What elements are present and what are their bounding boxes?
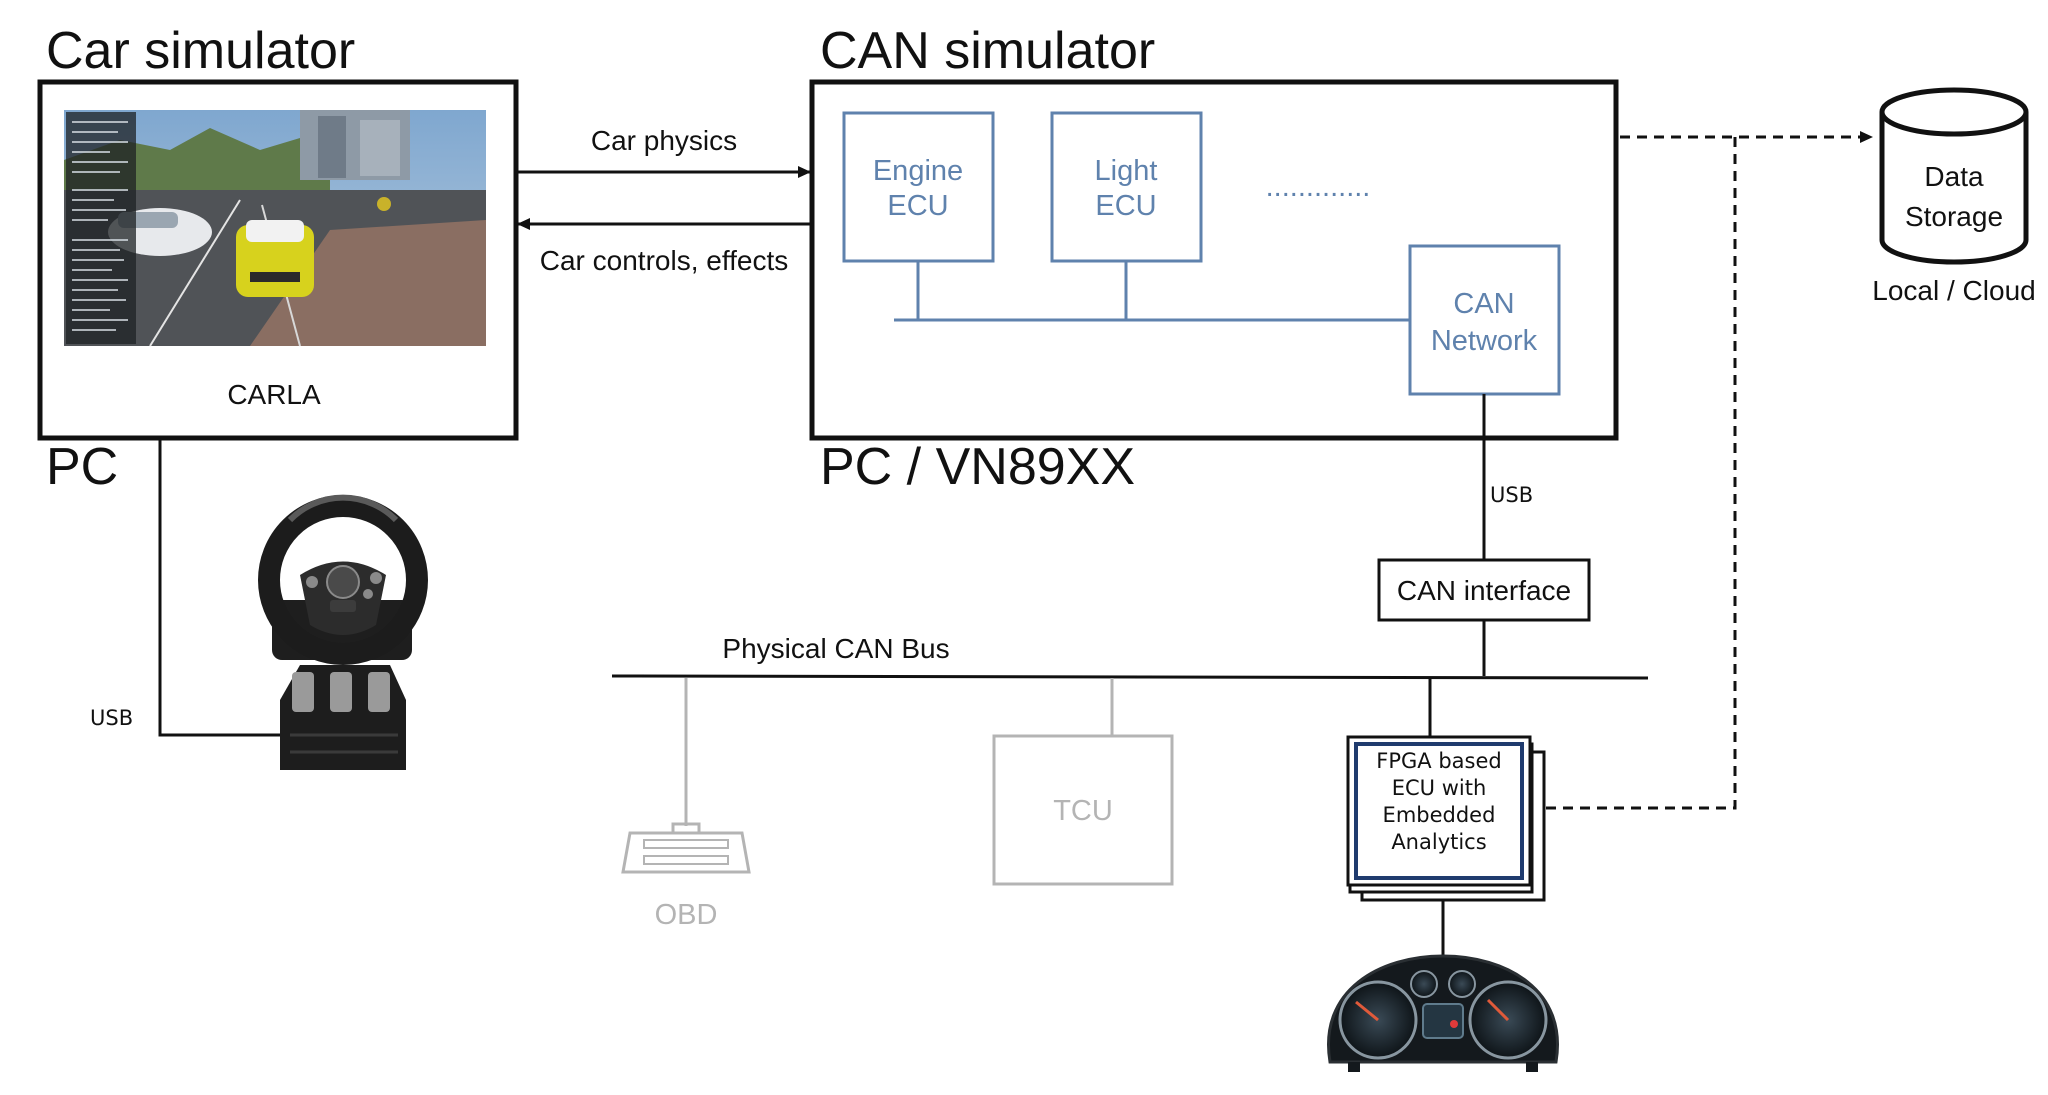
can-interface-label: CAN interface xyxy=(1397,575,1571,606)
instrument-cluster-icon xyxy=(1327,954,1559,1072)
pedals-icon xyxy=(280,665,406,770)
fpga-ecu-stack xyxy=(1346,735,1546,902)
tcu-box xyxy=(992,734,1174,886)
carla-label: CARLA xyxy=(227,379,321,410)
data-storage-cylinder xyxy=(1879,87,2029,265)
can-network-line2: Network xyxy=(1431,325,1538,357)
car-physics-label: Car physics xyxy=(591,125,737,156)
light-ecu-box xyxy=(1050,111,1203,263)
physical-can-bus-label: Physical CAN Bus xyxy=(722,633,949,664)
car-simulator-box xyxy=(37,79,519,441)
physical-can-bus-line xyxy=(611,674,1649,680)
storage-location-label: Local / Cloud xyxy=(1872,275,2035,306)
can-network-line1: CAN xyxy=(1453,288,1514,320)
fpga-ecu-line4: Analytics xyxy=(1391,830,1486,854)
carla-screenshot xyxy=(64,110,486,347)
fpga-to-storage-dashed-line xyxy=(1542,137,1737,810)
internal-can-bus xyxy=(894,261,1410,322)
data-storage-line1: Data xyxy=(1924,161,1984,192)
engine-ecu-line1: Engine xyxy=(873,155,963,187)
obd-connector-icon xyxy=(621,822,751,874)
light-ecu-line2: ECU xyxy=(1095,190,1156,222)
light-ecu-line1: Light xyxy=(1095,155,1158,187)
steering-wheel-icon xyxy=(258,494,428,665)
car-simulator-title: Car simulator xyxy=(46,22,355,80)
fpga-ecu-line1: FPGA based xyxy=(1376,749,1501,773)
can-network-box xyxy=(1408,244,1561,396)
obd-label: OBD xyxy=(655,899,718,931)
pc-vn89xx-label: PC / VN89XX xyxy=(820,438,1135,496)
car-controls-label: Car controls, effects xyxy=(540,245,788,276)
pc-label: PC xyxy=(46,438,118,496)
can-simulator-box xyxy=(809,79,1619,441)
usb-can-label: USB xyxy=(1490,483,1533,507)
data-storage-line2: Storage xyxy=(1905,201,2003,232)
engine-ecu-box xyxy=(842,111,995,263)
tcu-label: TCU xyxy=(1053,795,1113,827)
can-simulator-title: CAN simulator xyxy=(820,22,1155,80)
usb-wheel-link xyxy=(158,438,280,737)
fpga-ecu-line3: Embedded xyxy=(1383,803,1496,827)
engine-ecu-line2: ECU xyxy=(887,190,948,222)
more-ecus-ellipsis: ............. xyxy=(1266,171,1371,203)
can-interface-box xyxy=(1377,558,1591,622)
usb-wheel-label: USB xyxy=(90,706,133,730)
fpga-ecu-line2: ECU with xyxy=(1392,776,1487,800)
